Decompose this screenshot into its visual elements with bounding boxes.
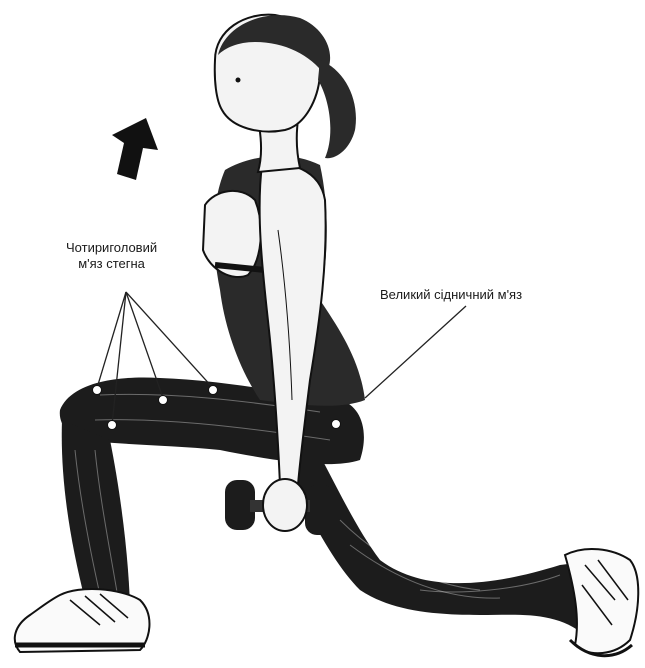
up-arrow-icon — [112, 118, 158, 180]
dumbbell — [225, 479, 335, 535]
quad-marker — [159, 396, 168, 405]
glute-marker — [332, 420, 341, 429]
quad-marker — [209, 386, 218, 395]
quadriceps-label-line1: Чотириголовий — [66, 240, 157, 256]
gluteus-leader-line — [365, 306, 466, 398]
quad-marker — [93, 386, 102, 395]
back-shoe — [565, 549, 638, 656]
quadriceps-label: Чотириголовий м'яз стегна — [66, 240, 157, 272]
head — [215, 15, 356, 172]
quad-marker — [108, 421, 117, 430]
front-shoe — [15, 589, 150, 652]
quadriceps-label-line2: м'яз стегна — [66, 256, 157, 272]
gluteus-label: Великий сідничний м'яз — [380, 287, 522, 303]
front-shin — [62, 420, 130, 605]
